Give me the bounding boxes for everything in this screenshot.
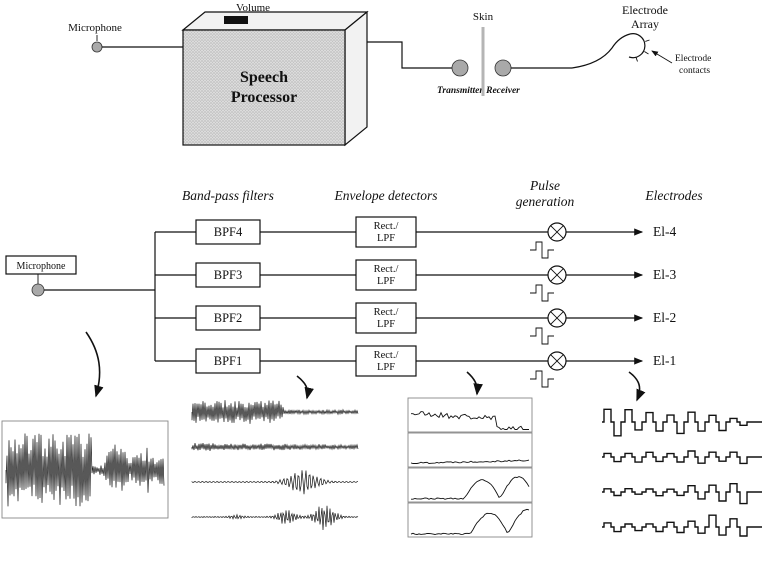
electrode-contact-tick — [645, 39, 650, 42]
bpf4-label: BPF4 — [214, 225, 243, 239]
receiver-icon — [494, 59, 512, 77]
bpf4-box — [195, 219, 261, 245]
bandpass-waveform-3 — [191, 470, 359, 495]
lpf-label: LPF — [377, 276, 395, 287]
el4-label: El-4 — [653, 224, 676, 239]
pulse-symbol-icon — [530, 370, 554, 388]
multiplier-cross — [550, 225, 564, 239]
bpf2-box — [195, 305, 261, 331]
envelope-plot-1 — [411, 411, 529, 431]
rect-label: Rect./ — [374, 350, 399, 361]
block-microphone-label: Microphone — [17, 261, 66, 272]
contacts-pointer-arrow — [651, 50, 673, 64]
header-electrodes: Electrodes — [644, 188, 702, 203]
header-bandpass: Band-pass filters — [182, 188, 274, 203]
bandpass-signal-arrow — [296, 375, 314, 400]
transmitter-icon — [451, 59, 469, 77]
pulse-signal-arrow — [628, 371, 646, 402]
bpf3-label: BPF3 — [214, 268, 243, 282]
el2-label: El-2 — [653, 310, 676, 325]
processor-front-face — [182, 29, 346, 146]
envelope-plot-4 — [410, 508, 530, 535]
processor-label-line2: Processor — [231, 89, 297, 106]
processor-to-transmitter-wire — [367, 41, 452, 69]
top-microphone-label: Microphone — [68, 22, 122, 34]
header-pulse-line1: Pulse — [529, 178, 560, 193]
volume-label: Volume — [236, 2, 270, 14]
pulse-symbol-icon — [530, 241, 554, 259]
electrode-array-curl — [628, 33, 646, 59]
el1-label: El-1 — [653, 353, 676, 368]
envelope-plot-3 — [411, 476, 530, 500]
bpf1-label: BPF1 — [214, 354, 243, 368]
lpf-label: LPF — [377, 319, 395, 330]
rect-lpf-box — [355, 345, 417, 377]
envelope-plot-2 — [410, 459, 530, 464]
channel-row-2: BPF2 Rect./ LPF El-2 — [155, 302, 676, 345]
array-label-line1: Electrode — [622, 3, 668, 17]
lpf-label: LPF — [377, 233, 395, 244]
array-label-line2: Array — [631, 17, 659, 31]
multiplier-cross — [550, 311, 564, 325]
bpf2-label: BPF2 — [214, 311, 243, 325]
pulse-train-4 — [602, 514, 762, 537]
rect-label: Rect./ — [374, 264, 399, 275]
transmitter-label: Transmitter — [437, 86, 483, 96]
pulse-symbol-icon — [530, 327, 554, 345]
mic-signal-arrow — [85, 331, 104, 398]
multiplier-cross — [550, 268, 564, 282]
volume-knob-icon — [224, 16, 248, 24]
rect-lpf-box — [355, 302, 417, 334]
envelope-panel-4 — [407, 502, 533, 538]
electrode-array-lead — [571, 33, 631, 69]
receiver-label: Receiver — [485, 86, 520, 96]
microphone-label-box — [5, 255, 77, 275]
bandpass-waveform-1 — [191, 400, 359, 424]
pulse-train-1 — [602, 408, 762, 437]
electrode-contact-tick — [635, 57, 638, 62]
channel-row-3: BPF3 Rect./ LPF El-3 — [155, 259, 676, 302]
envelope-signal-arrow — [466, 371, 483, 396]
block-microphone-icon — [31, 283, 45, 297]
channel-row-4: BPF4 Rect./ LPF El-4 — [155, 216, 676, 259]
envelope-panel-1 — [407, 397, 533, 433]
processor-side-face — [344, 10, 368, 147]
speech-waveform — [5, 433, 165, 507]
speech-waveform-panel — [1, 420, 169, 519]
bandpass-waveform-4 — [191, 505, 359, 531]
el3-label: El-3 — [653, 267, 676, 282]
electrode-contact-tick — [644, 51, 649, 55]
processor-top-face — [181, 11, 369, 31]
pulse-train-2 — [602, 450, 762, 465]
pulse-symbol-icon — [530, 284, 554, 302]
header-envelope: Envelope detectors — [333, 188, 437, 203]
pulse-train-3 — [602, 483, 762, 505]
bandpass-waveform-2 — [191, 442, 359, 452]
rect-lpf-box — [355, 216, 417, 248]
processor-label-line1: Speech — [240, 69, 288, 86]
bpf3-box — [195, 262, 261, 288]
rect-label: Rect./ — [374, 221, 399, 232]
microphone-icon — [91, 41, 103, 53]
contacts-label-line1: Electrode — [675, 54, 711, 64]
bpf1-box — [195, 348, 261, 374]
contacts-label-line2: contacts — [679, 66, 710, 76]
rect-lpf-box — [355, 259, 417, 291]
envelope-panel-2 — [407, 432, 533, 468]
lpf-label: LPF — [377, 362, 395, 373]
header-pulse-line2: generation — [516, 194, 575, 209]
rect-label: Rect./ — [374, 307, 399, 318]
channel-row-1: BPF1 Rect./ LPF El-1 — [155, 345, 676, 388]
multiplier-cross — [550, 354, 564, 368]
envelope-panel-3 — [407, 467, 533, 503]
skin-label: Skin — [473, 11, 494, 23]
